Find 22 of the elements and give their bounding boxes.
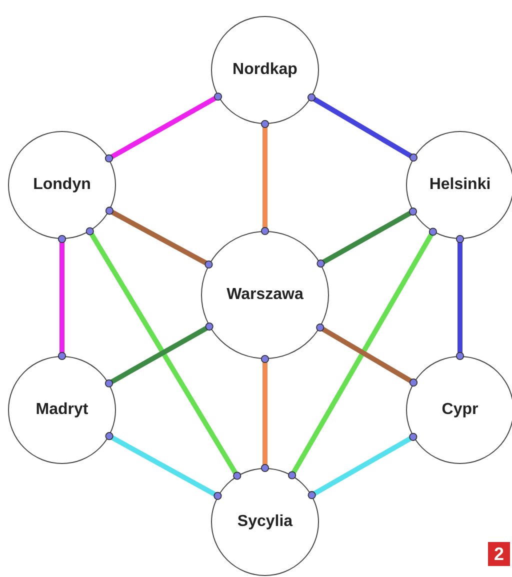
- connector-line: [260, 120, 270, 236]
- connector-line: [288, 228, 437, 480]
- connector-line: [308, 432, 418, 500]
- connector-line: [105, 432, 222, 500]
- connector-line: [456, 234, 464, 360]
- connector-line: [86, 227, 242, 480]
- connector-line: [104, 92, 222, 162]
- city-name: Helsinki: [429, 176, 491, 194]
- connector-line: [260, 354, 270, 472]
- connector-line: [316, 323, 418, 387]
- connector-line: [105, 206, 213, 269]
- city-name: Madryt: [36, 401, 88, 419]
- figure-number: 2: [488, 542, 510, 566]
- city-name: Londyn: [33, 176, 91, 194]
- connector-line: [307, 93, 418, 162]
- connector-line: [104, 322, 214, 388]
- city-name: Warszawa: [226, 286, 304, 304]
- city-name: Nordkap: [232, 61, 298, 79]
- city-name: Sycylia: [237, 513, 293, 531]
- city-name: Cypr: [442, 401, 478, 419]
- connector-line: [316, 207, 418, 268]
- connector-line: [58, 234, 66, 360]
